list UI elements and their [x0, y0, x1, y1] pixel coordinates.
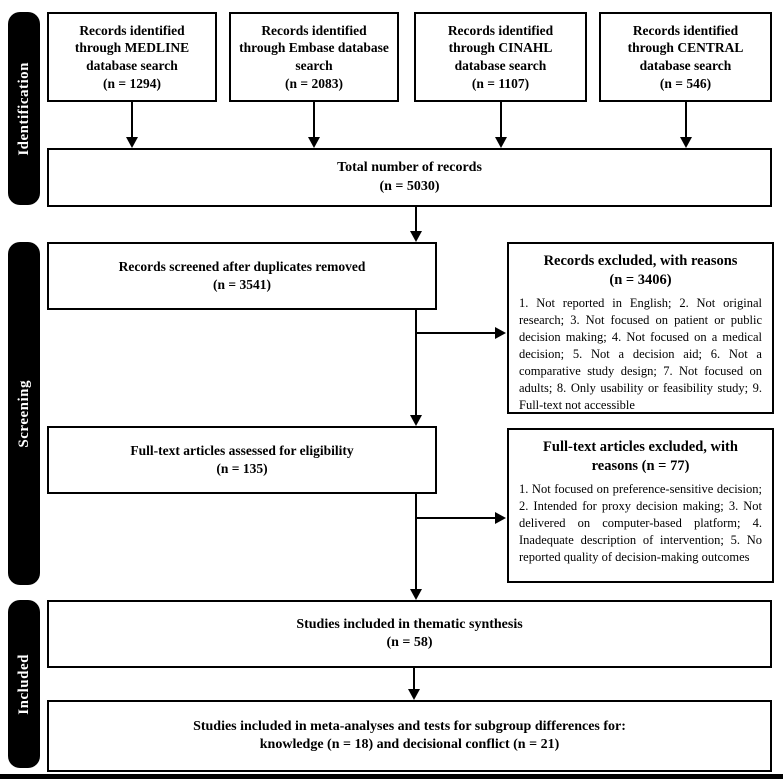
box-medline-records: Records identified through MEDLINE datab…: [47, 12, 217, 102]
cinahl-title: Records identified through CINAHL databa…: [447, 22, 554, 73]
stage-label-identification: Identification: [15, 61, 32, 156]
stage-bar-included: Included: [8, 600, 40, 768]
box-embase-records: Records identified through Embase databa…: [229, 12, 399, 102]
fulltext-excluded-heading: Full-text articles excluded, with reason…: [543, 439, 738, 474]
stage-label-included: Included: [15, 653, 32, 715]
box-cinahl-records: Records identified through CINAHL databa…: [414, 12, 587, 102]
central-count: (n = 546): [659, 75, 712, 91]
arrowhead-screened-to-fulltext: [409, 415, 422, 426]
bottom-border-rule: [0, 774, 783, 779]
stage-bar-identification: Identification: [8, 12, 40, 205]
total-records-count: (n = 5030): [379, 178, 440, 194]
cinahl-count: (n = 1107): [471, 75, 530, 91]
arrow-central-to-total: [685, 102, 687, 138]
records-screened-count: (n = 3541): [213, 277, 271, 292]
box-records-excluded: Records excluded, with reasons (n = 3406…: [507, 242, 774, 414]
records-excluded-reasons: 1. Not reported in English; 2. Not origi…: [519, 296, 762, 413]
box-fulltext-assessed: Full-text articles assessed for eligibil…: [47, 426, 437, 494]
arrow-fulltext-to-thematic: [415, 494, 417, 590]
medline-count: (n = 1294): [103, 75, 161, 91]
arrow-medline-to-total: [131, 102, 133, 138]
meta-analyses-line1: Studies included in meta-analyses and te…: [193, 718, 626, 734]
records-screened-title: Records screened after duplicates remove…: [118, 259, 366, 275]
arrowhead-cinahl-to-total: [494, 137, 507, 148]
arrowhead-to-fulltext-excluded: [495, 511, 506, 524]
box-central-records: Records identified through CENTRAL datab…: [599, 12, 772, 102]
box-total-records: Total number of records (n = 5030): [47, 148, 772, 207]
arrowhead-total-to-screened: [409, 231, 422, 242]
arrowhead-fulltext-to-thematic: [409, 589, 422, 600]
arrowhead-to-records-excluded: [495, 326, 506, 339]
branch-to-fulltext-excluded: [416, 517, 496, 519]
arrowhead-medline-to-total: [125, 137, 138, 148]
fulltext-assessed-title: Full-text articles assessed for eligibil…: [130, 443, 354, 459]
box-records-screened: Records screened after duplicates remove…: [47, 242, 437, 310]
arrow-screened-to-fulltext: [415, 310, 417, 416]
fulltext-excluded-reasons: 1. Not focused on preference-sensitive d…: [519, 482, 762, 565]
records-excluded-heading: Records excluded, with reasons: [543, 253, 738, 269]
medline-title: Records identified through MEDLINE datab…: [74, 22, 190, 73]
arrow-cinahl-to-total: [500, 102, 502, 138]
thematic-synthesis-count: (n = 58): [386, 635, 433, 650]
arrow-total-to-screened: [415, 207, 417, 232]
thematic-synthesis-title: Studies included in thematic synthesis: [296, 616, 523, 632]
total-records-title: Total number of records: [337, 160, 482, 176]
box-meta-analyses: Studies included in meta-analyses and te…: [47, 700, 772, 772]
stage-label-screening: Screening: [15, 379, 32, 448]
fulltext-assessed-count: (n = 135): [216, 461, 268, 476]
arrow-embase-to-total: [313, 102, 315, 138]
stage-bar-screening: Screening: [8, 242, 40, 585]
branch-to-records-excluded: [416, 332, 496, 334]
arrow-thematic-to-meta: [413, 668, 415, 690]
box-thematic-synthesis: Studies included in thematic synthesis (…: [47, 600, 772, 668]
meta-analyses-line2: knowledge (n = 18) and decisional confli…: [259, 737, 560, 752]
arrowhead-thematic-to-meta: [407, 689, 420, 700]
records-excluded-count: (n = 3406): [609, 271, 672, 288]
box-fulltext-excluded: Full-text articles excluded, with reason…: [507, 428, 774, 583]
central-title: Records identified through CENTRAL datab…: [627, 22, 744, 73]
arrowhead-central-to-total: [679, 137, 692, 148]
arrowhead-embase-to-total: [307, 137, 320, 148]
embase-title: Records identified through Embase databa…: [239, 22, 389, 73]
embase-count: (n = 2083): [285, 75, 343, 91]
